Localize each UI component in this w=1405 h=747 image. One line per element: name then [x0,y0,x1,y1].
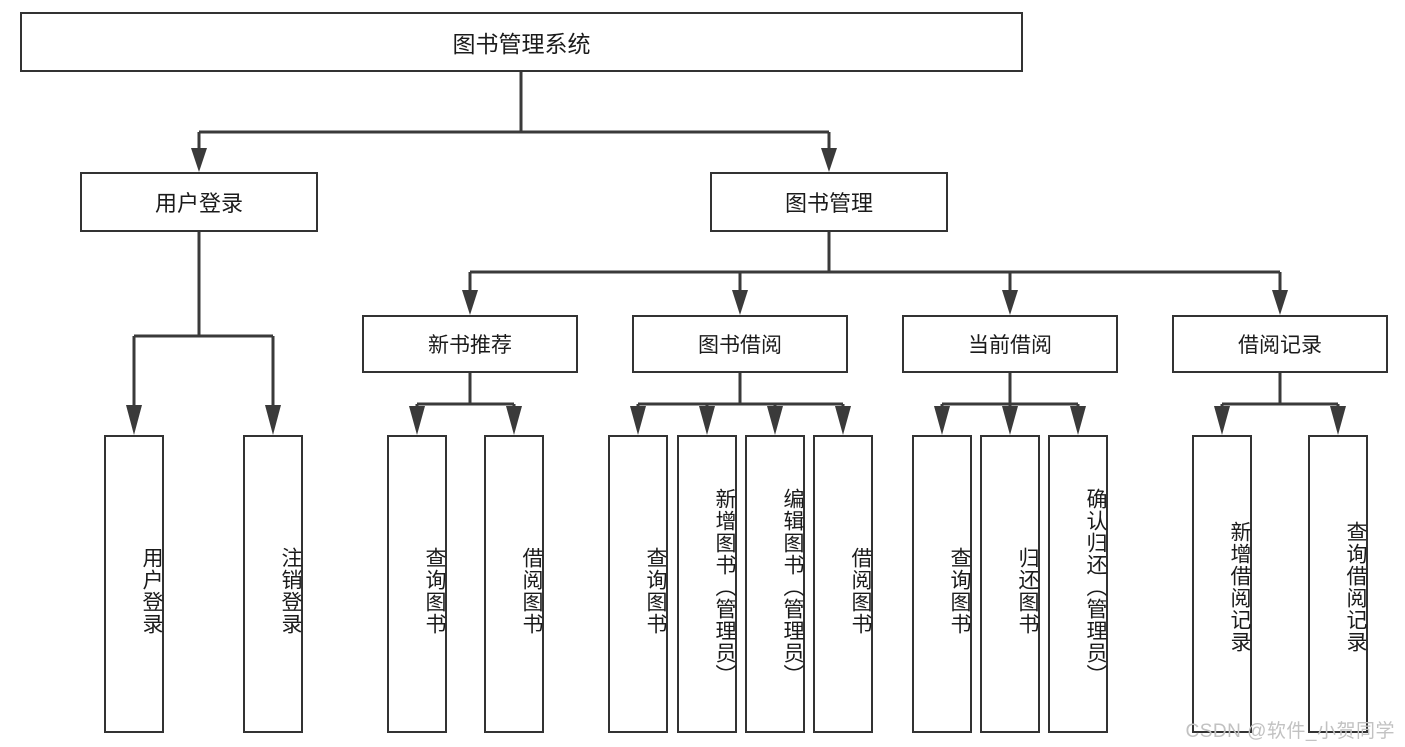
arrow-head-leaf-book-borrow-2 [699,406,715,435]
node-current-borrow[interactable]: 当前借阅 [902,315,1118,373]
arrow-head-leaf-new-book-2 [506,406,522,435]
arrow-head-leaf-current-borrow-1 [934,406,950,435]
arrow-head-leaf-user-login-1 [126,405,142,435]
leaf-new-book-query-book[interactable]: 查询图书 [387,435,447,733]
leaf-current-borrow-confirm-return-admin[interactable]: 确认归还（管理员） [1048,435,1108,733]
arrow-head-leaf-new-book-1 [409,406,425,435]
node-user-login[interactable]: 用户登录 [80,172,318,232]
leaf-user-login-login[interactable]: 用户登录 [104,435,164,733]
arrow-head-leaf-user-login-2 [265,405,281,435]
arrow-head-leaf-current-borrow-3 [1070,406,1086,435]
arrow-head-leaf-current-borrow-2 [1002,406,1018,435]
leaf-book-borrow-edit-book-admin[interactable]: 编辑图书（管理员） [745,435,805,733]
leaf-borrow-record-add-record[interactable]: 新增借阅记录 [1192,435,1252,733]
arrow-head-leaf-borrow-record-1 [1214,406,1230,435]
node-label: 用户登录 [154,191,243,216]
node-borrow-record[interactable]: 借阅记录 [1172,315,1388,373]
leaf-current-borrow-query-book[interactable]: 查询图书 [912,435,972,733]
arrow-head-borrow-record [1272,290,1288,315]
leaf-book-borrow-borrow-book[interactable]: 借阅图书 [813,435,873,733]
arrow-head-user-login [191,148,207,172]
node-label: 新书推荐 [428,334,512,357]
arrow-head-leaf-book-borrow-4 [835,406,851,435]
node-label: 借阅记录 [1238,334,1322,357]
leaf-borrow-record-query-record[interactable]: 查询借阅记录 [1308,435,1368,733]
node-label: 查询图书 [423,547,446,635]
leaf-current-borrow-return-book[interactable]: 归还图书 [980,435,1040,733]
arrow-head-current-borrow [1002,290,1018,315]
node-label: 用户登录 [140,547,163,635]
arrow-head-new-book [462,290,478,315]
leaf-user-login-logout[interactable]: 注销登录 [243,435,303,733]
node-book-management[interactable]: 图书管理 [710,172,948,232]
node-book-borrow[interactable]: 图书借阅 [632,315,848,373]
node-label: 图书借阅 [698,334,782,357]
node-root-book-management-system[interactable]: 图书管理系统 [20,12,1023,72]
arrow-head-leaf-borrow-record-2 [1330,406,1346,435]
node-label: 注销登录 [279,547,302,635]
node-label: 图书管理系统 [452,31,591,57]
node-label: 查询借阅记录 [1344,521,1367,653]
node-label: 确认归还（管理员） [1084,488,1107,686]
arrow-head-leaf-book-borrow-1 [630,406,646,435]
node-label: 查询图书 [948,547,971,635]
leaf-book-borrow-add-book-admin[interactable]: 新增图书（管理员） [677,435,737,733]
node-label: 借阅图书 [520,547,543,635]
node-label: 新增图书（管理员） [713,488,736,686]
node-label: 查询图书 [644,547,667,635]
arrow-head-book-manage [821,148,837,172]
node-label: 编辑图书（管理员） [781,488,804,686]
node-label: 归还图书 [1016,547,1039,635]
node-new-book-recommend[interactable]: 新书推荐 [362,315,578,373]
node-label: 新增借阅记录 [1228,521,1251,653]
leaf-book-borrow-query-book[interactable]: 查询图书 [608,435,668,733]
node-label: 借阅图书 [849,547,872,635]
node-label: 图书管理 [784,191,873,216]
arrow-head-leaf-book-borrow-3 [767,406,783,435]
arrow-head-book-borrow [732,290,748,315]
node-label: 当前借阅 [968,334,1052,357]
leaf-new-book-borrow-book[interactable]: 借阅图书 [484,435,544,733]
csdn-watermark: CSDN @软件_小贺同学 [1185,721,1395,742]
